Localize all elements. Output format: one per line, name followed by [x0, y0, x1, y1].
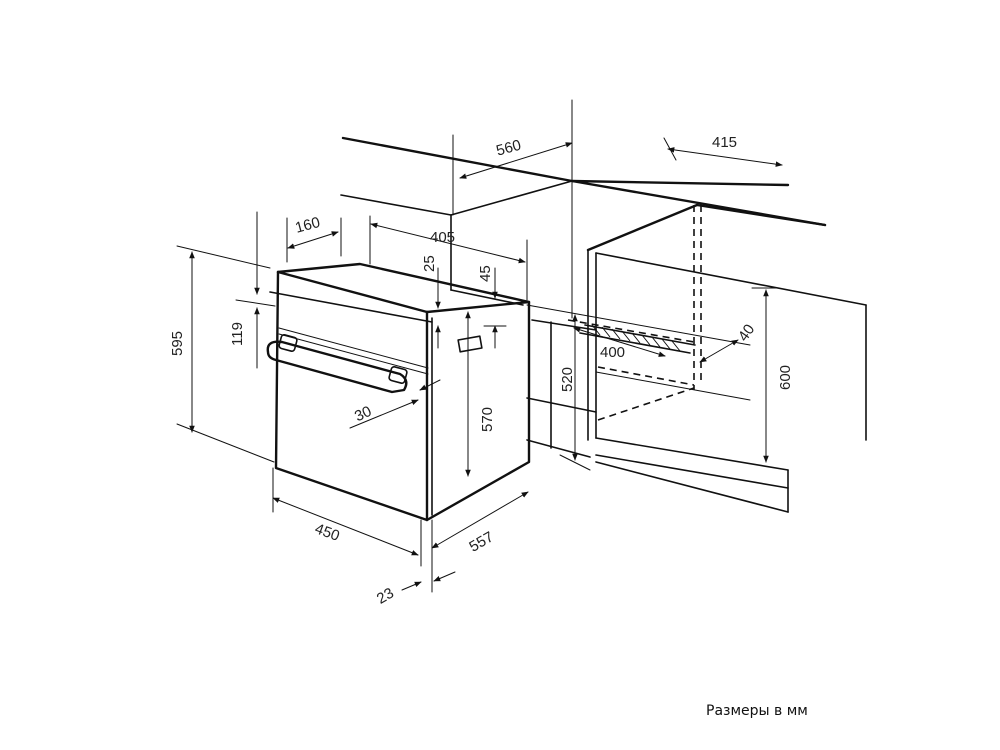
- oven: [266, 262, 531, 522]
- dim-cabinet-depth: 560: [494, 137, 523, 160]
- dim-oven-depth: 557: [466, 528, 496, 555]
- dim-niche-height: 520: [559, 367, 576, 392]
- kitchen-cabinet: [340, 99, 867, 513]
- dim-top-offset-45: 45: [477, 265, 494, 282]
- dim-niche-inner-width: 405: [430, 229, 455, 246]
- dim-niche-depth: 400: [600, 344, 625, 361]
- dim-body-height: 570: [479, 407, 496, 432]
- dim-handle-depth: 30: [352, 403, 374, 425]
- dim-door-thickness: 23: [374, 585, 397, 608]
- dim-vent-gap: 40: [735, 321, 758, 344]
- dim-control-panel-height: 119: [229, 322, 246, 346]
- dim-oven-height: 595: [169, 331, 186, 356]
- dim-top-offset-25: 25: [421, 255, 438, 272]
- dim-cabinet-side-depth: 415: [712, 134, 737, 151]
- dimension-lines: [176, 137, 783, 593]
- dim-oven-width: 450: [312, 520, 341, 545]
- dim-niche-min-height: 600: [777, 365, 794, 390]
- dim-handle-offset: 160: [293, 214, 322, 237]
- units-caption: Размеры в мм: [706, 703, 808, 719]
